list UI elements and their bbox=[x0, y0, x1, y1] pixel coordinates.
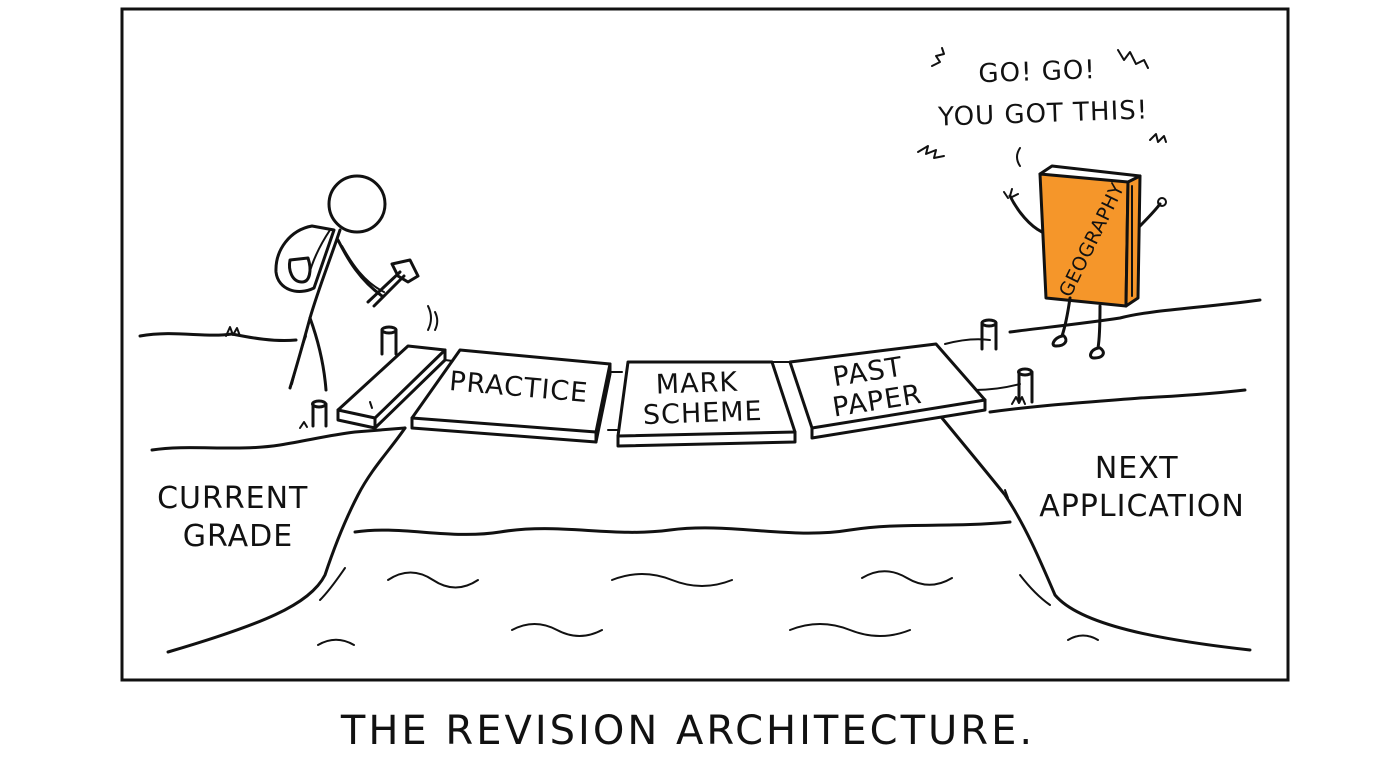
stick-figure-student bbox=[274, 174, 420, 392]
label-next-application-2: APPLICATION bbox=[1039, 489, 1245, 524]
plank-mark-scheme: MARK SCHEME bbox=[616, 360, 797, 448]
speech-line-2: YOU GOT THIS! bbox=[937, 95, 1149, 132]
plank-past-paper: PAST PAPER bbox=[788, 342, 987, 440]
loose-plank bbox=[336, 305, 447, 430]
plank-mark-scheme-label-2: SCHEME bbox=[642, 396, 763, 431]
left-cliff bbox=[138, 326, 407, 654]
plank-mark-scheme-label-1: MARK bbox=[655, 367, 739, 401]
bridge-posts bbox=[299, 318, 1034, 429]
svg-text:GO! GO! YOU GOT THIS!: GO! GO! YOU GOT THIS! bbox=[935, 53, 1148, 132]
label-current-grade-1: CURRENT bbox=[157, 481, 308, 516]
caption: THE REVISION ARCHITECTURE. bbox=[340, 708, 1035, 754]
geography-book-character: GEOGRAPHY bbox=[1003, 147, 1167, 360]
svg-text:CURRENT GRADE: CURRENT GRADE bbox=[157, 481, 319, 554]
plank-practice: PRACTICE bbox=[410, 348, 612, 444]
label-next-application-1: NEXT bbox=[1095, 451, 1179, 486]
speech-bubble: GO! GO! YOU GOT THIS! bbox=[917, 47, 1167, 159]
panel-border bbox=[120, 7, 1290, 682]
svg-text:NEXT APPLICATION: NEXT APPLICATION bbox=[1039, 451, 1245, 524]
speech-line-1: GO! GO! bbox=[978, 55, 1096, 89]
svg-text:PAST PAPER: PAST PAPER bbox=[826, 349, 925, 423]
label-current-grade-2: GRADE bbox=[183, 519, 293, 554]
svg-text:MARK SCHEME: MARK SCHEME bbox=[641, 366, 763, 431]
right-cliff bbox=[940, 298, 1262, 652]
river bbox=[317, 520, 1099, 646]
